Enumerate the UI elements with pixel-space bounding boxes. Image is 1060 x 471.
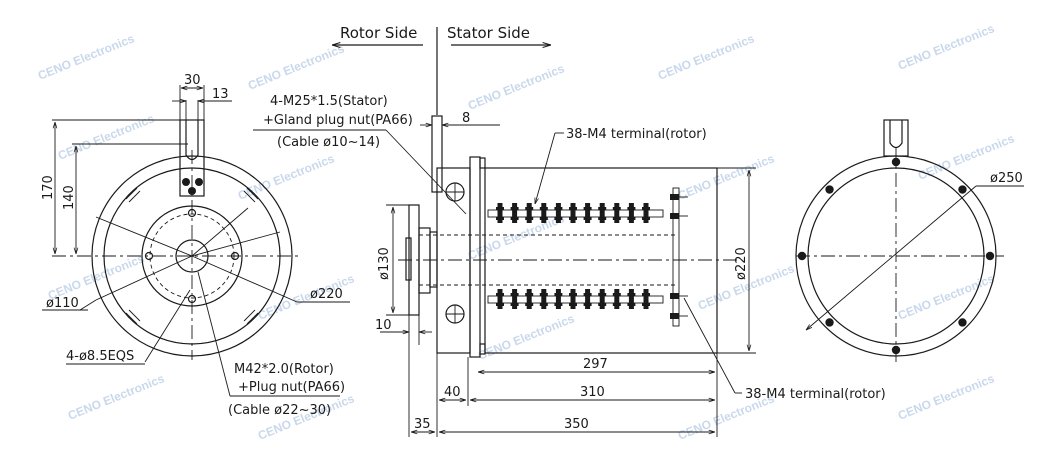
terminal xyxy=(510,289,519,309)
terminal xyxy=(642,203,650,223)
dim-inner-diameter: ø110 xyxy=(46,296,79,311)
terminal xyxy=(569,289,577,309)
rear-bolt-circle xyxy=(797,157,995,355)
terminal xyxy=(642,289,650,309)
holes-spec: 4-ø8.5EQS xyxy=(66,349,134,364)
terminal xyxy=(612,203,621,223)
dim-350: 350 xyxy=(564,417,589,432)
dim-slot-width: 30 xyxy=(184,73,201,88)
dim-310: 310 xyxy=(580,385,605,400)
dim-height-140: 140 xyxy=(62,185,77,210)
bolt-hole xyxy=(891,345,901,355)
terminal xyxy=(539,289,548,309)
terminal xyxy=(554,203,563,223)
rotor-connector-line3: (Cable ø22~30) xyxy=(228,403,331,418)
watermark-text: CENO Electronics xyxy=(466,61,567,113)
watermark-text: CENO Electronics xyxy=(66,371,167,423)
terminal xyxy=(496,203,504,223)
terminal xyxy=(525,289,534,309)
watermark-text: CENO Electronics xyxy=(896,371,997,423)
terminal-row-top xyxy=(496,203,650,223)
terminal xyxy=(525,203,534,223)
dim-shaft-flange: 10 xyxy=(375,318,392,333)
bolt-hole xyxy=(891,157,901,167)
dim-height-170: 170 xyxy=(41,175,56,200)
side-view: 4-M25*1.5(Stator) +Gland plug nut(PA66) … xyxy=(253,94,886,437)
terminal xyxy=(583,289,592,309)
rear-diameter: ø250 xyxy=(990,171,1023,186)
bolt-hole xyxy=(958,318,967,327)
watermark-text: CENO Electronics xyxy=(236,151,337,203)
bolt-hole xyxy=(825,318,834,327)
front-view: 30 13 170 140 ø110 ø220 4-ø8.5EQS M42*2.… xyxy=(41,73,350,418)
stator-connector-line2: +Gland plug nut(PA66) xyxy=(263,113,413,128)
watermark-text: CENO Electronics xyxy=(36,31,137,83)
dim-40: 40 xyxy=(444,385,461,400)
watermark-text: CENO Electronics xyxy=(246,41,347,93)
terminal-label-top: 38-M4 terminal(rotor) xyxy=(566,127,707,142)
stator-side-label: Stator Side xyxy=(447,24,530,42)
terminal xyxy=(627,203,636,223)
dim-outer-diameter: ø220 xyxy=(310,287,343,302)
terminal xyxy=(627,289,636,309)
dim-body-diameter: ø220 xyxy=(734,247,749,280)
terminal xyxy=(598,289,607,309)
dim-flange-thickness: 8 xyxy=(462,111,470,126)
watermark-text: CENO Electronics xyxy=(676,151,777,203)
watermark-text: CENO Electronics xyxy=(56,111,157,163)
stator-connector-line3: (Cable ø10~14) xyxy=(277,135,380,150)
watermark-text: CENO Electronics xyxy=(896,21,997,73)
bolt-hole xyxy=(797,251,807,261)
stator-connector-line1: 4-M25*1.5(Stator) xyxy=(270,94,388,109)
rear-view: ø250 xyxy=(795,119,1024,364)
watermark-text: CENO Electronics xyxy=(476,311,577,363)
terminal xyxy=(554,289,563,309)
bolt-hole xyxy=(958,185,967,194)
bolt-hole xyxy=(985,251,995,261)
terminal xyxy=(612,289,621,309)
dim-35: 35 xyxy=(414,417,431,432)
dim-297: 297 xyxy=(583,357,608,372)
rotor-connector-line2: +Plug nut(PA66) xyxy=(238,380,345,395)
direction-indicator: Rotor Side Stator Side xyxy=(332,24,551,115)
dim-slot-offset: 13 xyxy=(212,87,229,102)
terminal xyxy=(583,203,592,223)
watermark-text: CENO Electronics xyxy=(656,31,757,83)
terminal xyxy=(598,203,607,223)
terminal xyxy=(496,289,504,309)
terminal xyxy=(539,203,548,223)
bolt-hole xyxy=(825,185,834,194)
terminal-row-bottom xyxy=(496,289,650,309)
rotor-side-label: Rotor Side xyxy=(340,24,417,42)
terminal xyxy=(510,203,519,223)
dim-shaft-diameter: ø130 xyxy=(377,247,392,280)
terminal-label-bottom: 38-M4 terminal(rotor) xyxy=(745,387,886,402)
rotor-connector-line1: M42*2.0(Rotor) xyxy=(234,362,334,377)
terminal xyxy=(569,203,577,223)
